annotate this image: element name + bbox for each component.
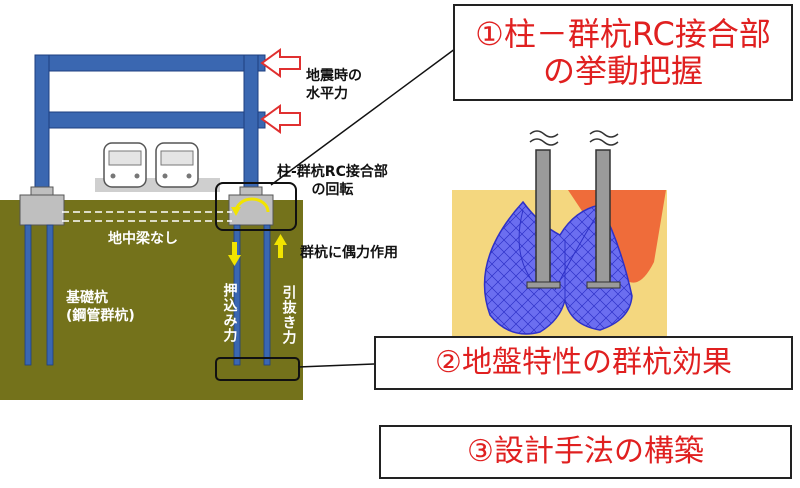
push-force-label: 押込み力: [221, 283, 238, 343]
couple-force-label: 群杭に偶力作用: [300, 245, 398, 261]
pullout-arrow-icon: [274, 234, 287, 258]
foundation-pile-line-1: 基礎杭: [66, 290, 108, 306]
pile-right-icon: [586, 130, 621, 289]
steel-piles: [24, 224, 271, 366]
push-arrow-icon: [228, 242, 241, 266]
box-joint-behavior: ①柱－群杭RC接合部 の挙動把握: [453, 4, 793, 101]
foundation-pile-line-2: (鋼管群杭): [66, 307, 135, 324]
pullout-force-label: 引抜き力: [280, 285, 297, 345]
joint-rotation-line-1: 柱-群杭RC接合部: [277, 164, 388, 180]
joint-rotation-label: 柱-群杭RC接合部 の回転: [277, 164, 388, 199]
box-joint-behavior-line-1: ①柱－群杭RC接合部: [475, 14, 771, 53]
seismic-force-line-2: 水平力: [306, 85, 348, 102]
seismic-arrow-top-icon: [260, 48, 301, 78]
group-pile-failure-zone: [483, 200, 633, 335]
box-joint-behavior-line-2: の挙動把握: [542, 51, 703, 90]
seismic-arrow-bottom-icon: [260, 104, 301, 134]
train-left-icon: [103, 142, 147, 188]
pile-tip-highlight-box: [215, 357, 300, 381]
joint-rotation-line-2: の回転: [311, 181, 354, 198]
pile-left-icon: [526, 130, 561, 289]
train-right-icon: [155, 142, 199, 188]
left-pile-cap: [19, 186, 65, 226]
viaduct-frame: [34, 54, 266, 193]
box-group-pile-effect: ②地盤特性の群杭効果: [374, 336, 793, 390]
joint-highlight-box: [215, 182, 297, 231]
box-design-method: ③設計手法の構築: [379, 425, 792, 479]
leader-line-1: [270, 39, 468, 186]
foundation-pile-label: 基礎杭 (鋼管群杭): [66, 290, 135, 325]
rotation-icon: [231, 197, 270, 216]
leader-line-2: [297, 363, 375, 368]
no-underground-beam-label: 地中梁なし: [108, 231, 178, 247]
seismic-force-line-1: 地震時の: [306, 68, 362, 84]
seismic-force-label: 地震時の 水平力: [306, 68, 362, 103]
